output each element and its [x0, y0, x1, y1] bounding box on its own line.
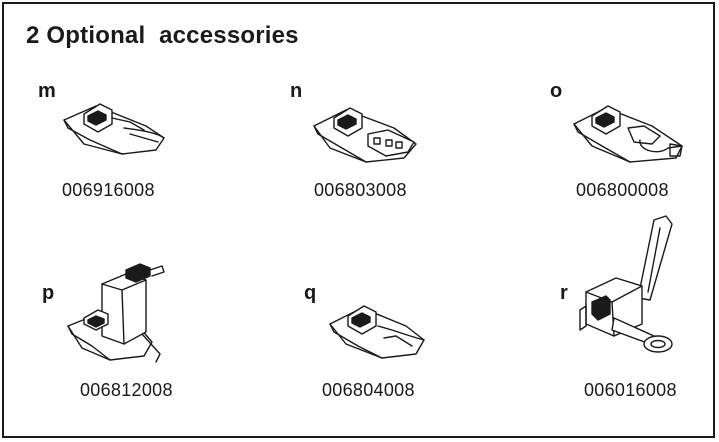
presser-foot-icon	[313, 107, 417, 163]
accessory-letter: o	[550, 80, 563, 102]
accessory-letter: n	[290, 80, 303, 102]
presser-foot-icon	[573, 105, 683, 163]
presser-foot-icon	[329, 305, 425, 359]
part-number: 006803008	[314, 180, 407, 200]
part-number: 006804008	[322, 380, 415, 400]
accessories-frame	[2, 2, 715, 438]
section-title: 2 Optional accessories	[26, 22, 299, 49]
accessory-letter: r	[560, 282, 568, 304]
part-number: 006800008	[576, 180, 669, 200]
accessory-letter: m	[38, 80, 56, 102]
part-number: 006016008	[584, 380, 677, 400]
part-number: 006812008	[80, 380, 173, 400]
accessory-letter: p	[42, 282, 55, 304]
edge-guide-attachment-icon	[579, 215, 673, 353]
presser-foot-icon	[63, 103, 165, 155]
part-number: 006916008	[62, 180, 155, 200]
side-cutter-foot-icon	[67, 263, 165, 363]
accessory-letter: q	[304, 282, 317, 304]
